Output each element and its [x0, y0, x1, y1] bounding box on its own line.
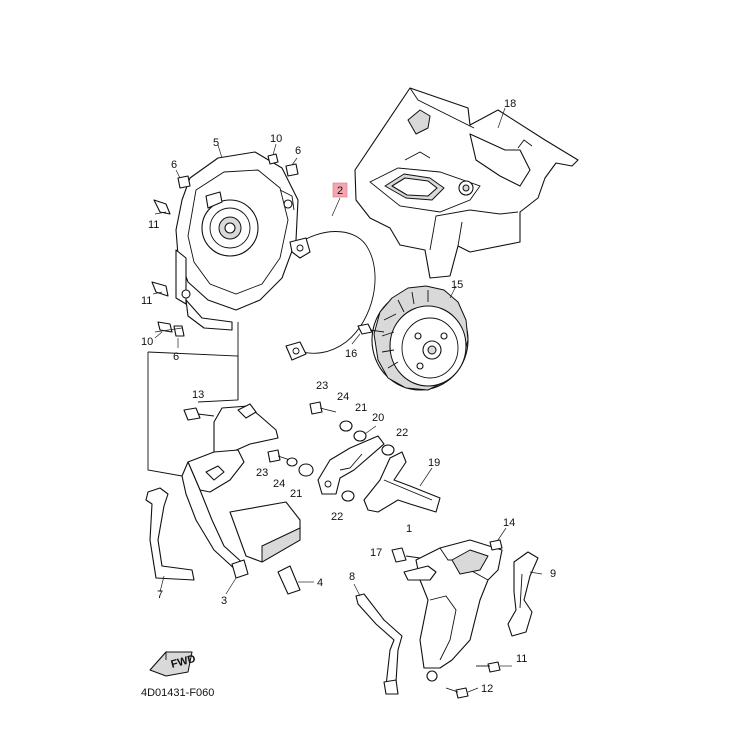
bracket-assembly-left [181, 403, 301, 595]
callout-4: 4 [317, 577, 323, 589]
lower-housing-part-1 [391, 527, 512, 699]
callout-17: 17 [370, 547, 382, 559]
callout-11-mid: 11 [141, 295, 152, 307]
callout-18: 18 [504, 98, 516, 110]
shroud-band-part-2 [285, 197, 376, 361]
callout-23-upper: 23 [316, 380, 328, 392]
callout-15: 15 [451, 279, 463, 291]
callout-22-lower: 22 [331, 511, 343, 523]
callout-23-lower: 23 [256, 467, 268, 479]
fwd-direction-icon: FWD [149, 650, 197, 677]
callout-8: 8 [349, 571, 355, 583]
callout-5: 5 [213, 137, 219, 149]
callout-10-top: 10 [270, 133, 282, 145]
fan-housing-part-5 [175, 144, 299, 331]
diagram-code: 4D01431-F060 [141, 687, 214, 699]
callout-13: 13 [192, 389, 204, 401]
callout-2[interactable]: 2 [337, 185, 343, 197]
callout-16: 16 [345, 348, 357, 360]
reference-lines [147, 322, 239, 477]
plate-part-4 [277, 565, 314, 595]
callouts: 18 2 5 10 6 6 11 11 10 6 15 16 13 23 24 … [141, 98, 556, 695]
callout-7: 7 [157, 589, 163, 601]
callout-21-upper: 21 [355, 402, 367, 414]
callout-14: 14 [503, 517, 515, 529]
callout-6-left: 6 [171, 159, 177, 171]
callout-22-upper: 22 [396, 427, 408, 439]
callout-19: 19 [428, 457, 440, 469]
callout-24-lower: 24 [273, 478, 285, 490]
bolts-group-upper-left [151, 143, 299, 348]
callout-24-upper: 24 [337, 391, 349, 403]
bolt-part-16 [351, 323, 385, 345]
callout-6-top-right: 6 [295, 145, 301, 157]
shroud-part-18 [354, 87, 579, 279]
bolts-linkage [267, 401, 395, 502]
callout-21-lower: 21 [290, 488, 302, 500]
callout-1: 1 [406, 523, 412, 535]
callout-10-left: 10 [141, 336, 153, 348]
callout-11-upper: 11 [148, 219, 159, 231]
callout-12: 12 [481, 683, 493, 695]
callout-3: 3 [221, 595, 227, 607]
flywheel-fan-part-15 [371, 285, 469, 391]
callout-6-lower: 6 [173, 351, 179, 363]
linkage-plate-part-20 [317, 425, 385, 495]
linkage-plate-part-19 [363, 451, 441, 513]
callout-20: 20 [372, 412, 384, 424]
callout-2-highlight [332, 182, 348, 198]
callout-11-lower: 11 [516, 653, 527, 665]
callout-9: 9 [550, 568, 556, 580]
rod-part-8 [353, 583, 403, 695]
link-rod-part-7 [145, 487, 195, 593]
bracket-part-9 [507, 551, 543, 637]
